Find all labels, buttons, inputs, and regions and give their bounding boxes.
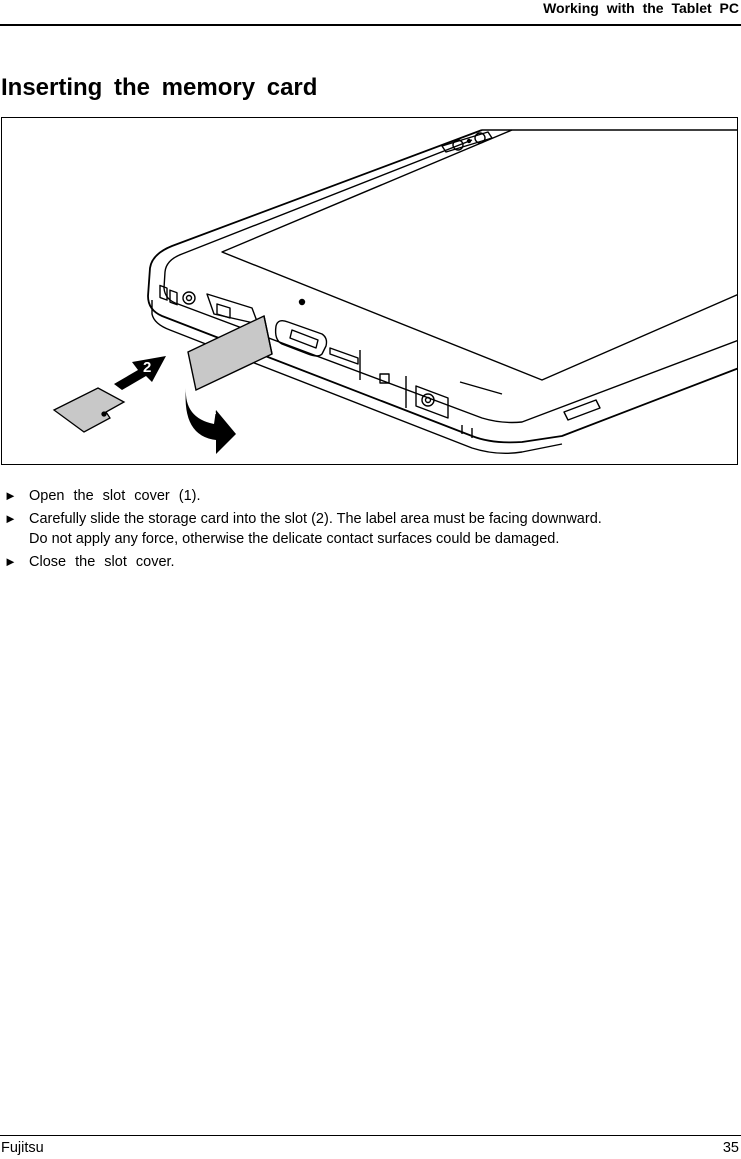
section-title: Inserting the memory card — [1, 74, 318, 101]
step-text: Carefully slide the storage card into th… — [29, 511, 602, 527]
footer-brand: Fujitsu — [1, 1140, 44, 1156]
tablet-illustration: 2 1 — [52, 129, 737, 455]
insert-arrow-icon: 2 — [114, 356, 166, 390]
list-item: ► Carefully slide the storage card into … — [0, 509, 741, 549]
callout-2: 2 — [143, 359, 151, 376]
instruction-list: ► Open the slot cover (1). ► Carefully s… — [0, 486, 741, 572]
list-item: ► Close the slot cover. — [0, 552, 741, 572]
figure-frame: 2 1 — [1, 117, 738, 465]
header-rule — [0, 24, 741, 26]
slot-cover-flap — [187, 314, 273, 392]
bullet-icon: ► — [4, 511, 17, 526]
rotate-arrow-icon: 1 — [185, 388, 236, 454]
bullet-icon: ► — [4, 488, 17, 503]
step-text: Open the slot cover (1). — [29, 488, 201, 504]
step-text: Do not apply any force, otherwise the de… — [29, 531, 560, 547]
page-number: 35 — [722, 1140, 739, 1156]
memory-card-icon — [52, 387, 126, 433]
list-item: ► Open the slot cover (1). — [0, 486, 741, 506]
bullet-icon: ► — [4, 554, 17, 569]
footer-rule — [0, 1135, 741, 1136]
running-header: Working with the Tablet PC — [543, 0, 739, 16]
step-text: Close the slot cover. — [29, 554, 175, 570]
callout-1: 1 — [208, 401, 216, 418]
